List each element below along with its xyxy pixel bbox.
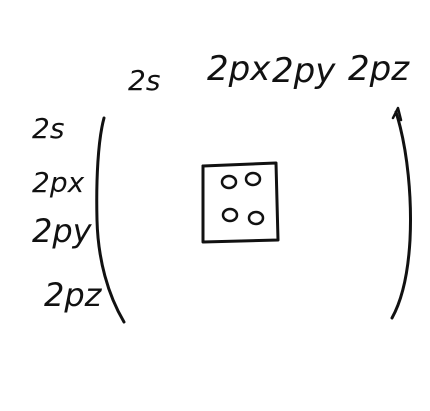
column-label-2px: 2px: [207, 49, 271, 89]
row-label-2py: 2py: [32, 212, 93, 250]
column-label-2pz: 2pz: [348, 49, 410, 89]
row-label-2s: 2s: [32, 112, 64, 145]
block-circle-4: [247, 210, 265, 226]
row-labels: 2s 2px 2py 2pz: [32, 112, 103, 314]
block-circle-1: [220, 174, 238, 190]
right-bracket: [390, 110, 412, 320]
row-label-2pz: 2pz: [44, 276, 103, 314]
column-label-2s: 2s: [128, 64, 160, 97]
block-outline: [201, 161, 280, 244]
column-labels: 2s 2px 2py 2pz: [128, 49, 410, 97]
block-circle-2: [244, 171, 262, 187]
matrix-block: [201, 161, 280, 244]
column-label-2py: 2py: [272, 51, 336, 91]
block-circle-3: [221, 207, 239, 223]
left-bracket: [95, 116, 126, 324]
row-label-2px: 2px: [32, 166, 85, 199]
right-bracket-hook: [391, 106, 403, 122]
